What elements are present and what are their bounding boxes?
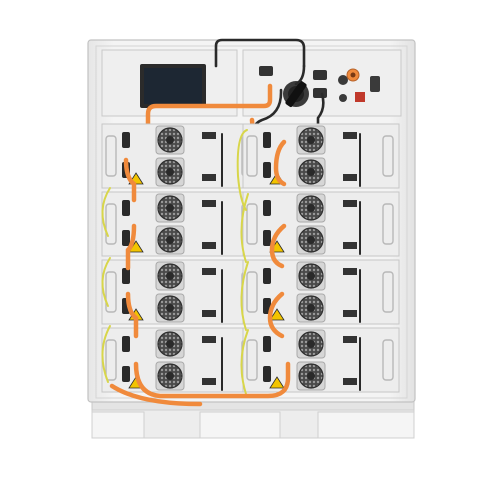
power-terminal <box>263 230 271 246</box>
cooling-fan-icon <box>155 293 185 323</box>
cooling-fan-icon <box>155 329 185 359</box>
signal-connector <box>343 174 357 181</box>
signal-connector <box>343 132 357 139</box>
cooling-fan-icon <box>296 361 326 391</box>
fan-hub <box>166 372 174 380</box>
fan-hub <box>166 304 174 312</box>
status-indicators <box>259 66 380 102</box>
signal-connector <box>202 310 216 317</box>
battery-module <box>101 259 259 325</box>
cooling-fan-icon <box>296 125 326 155</box>
power-terminal <box>122 268 130 284</box>
fan-hub <box>166 204 174 212</box>
power-terminal <box>122 200 130 216</box>
fan-hub <box>307 136 315 144</box>
power-terminal <box>263 268 271 284</box>
signal-connector <box>343 378 357 385</box>
module-handle-left <box>246 339 258 381</box>
power-terminal <box>263 200 271 216</box>
battery-module <box>242 259 400 325</box>
module-handle-left <box>105 203 117 245</box>
module-handle-left <box>105 135 117 177</box>
battery-module <box>242 327 400 393</box>
pallet-base <box>91 399 415 439</box>
cooling-fan-icon <box>296 225 326 255</box>
battery-module <box>101 191 259 257</box>
signal-connector <box>343 268 357 275</box>
fan-hub <box>166 272 174 280</box>
signal-connector <box>343 310 357 317</box>
module-handle-right <box>382 339 394 381</box>
signal-connector <box>343 242 357 249</box>
battery-module-grid <box>101 123 400 393</box>
module-handle-left <box>246 203 258 245</box>
rotary-switch <box>283 81 309 107</box>
power-terminal <box>263 366 271 382</box>
cooling-fan-icon <box>155 361 185 391</box>
power-terminal <box>263 336 271 352</box>
battery-module <box>101 327 259 393</box>
fan-hub <box>307 304 315 312</box>
fan-hub <box>307 168 315 176</box>
cooling-fan-icon <box>296 157 326 187</box>
module-handle-left <box>246 135 258 177</box>
fan-hub <box>166 168 174 176</box>
power-terminal <box>263 132 271 148</box>
warning-icon <box>269 376 285 389</box>
signal-connector <box>202 378 216 385</box>
cooling-fan-icon <box>155 225 185 255</box>
fan-hub <box>166 340 174 348</box>
cooling-fan-icon <box>155 157 185 187</box>
cooling-fan-icon <box>155 261 185 291</box>
fan-hub <box>166 236 174 244</box>
battery-module <box>242 191 400 257</box>
fan-hub <box>166 136 174 144</box>
signal-connector <box>202 174 216 181</box>
fan-hub <box>307 340 315 348</box>
cooling-fan-icon <box>296 293 326 323</box>
power-terminal <box>122 230 130 246</box>
display-screen <box>140 64 206 108</box>
signal-connector <box>202 336 216 343</box>
fan-hub <box>307 372 315 380</box>
module-handle-left <box>105 271 117 313</box>
fan-hub <box>307 236 315 244</box>
battery-module <box>242 123 400 189</box>
module-handle-left <box>105 339 117 381</box>
cooling-fan-icon <box>296 329 326 359</box>
module-harness-cables <box>221 133 361 391</box>
cooling-fan-icon <box>155 193 185 223</box>
ground-wires <box>101 129 249 395</box>
power-terminal <box>263 162 271 178</box>
power-connector <box>346 68 360 82</box>
signal-connector <box>202 200 216 207</box>
power-terminal <box>122 132 130 148</box>
signal-connector <box>202 268 216 275</box>
module-handle-right <box>382 203 394 245</box>
module-handle-right <box>382 271 394 313</box>
power-cables-series <box>109 139 291 407</box>
warning-icon <box>269 308 285 321</box>
cooling-fan-icon <box>296 261 326 291</box>
power-terminal <box>122 336 130 352</box>
signal-connector <box>202 242 216 249</box>
signal-connector <box>343 336 357 343</box>
module-handle-left <box>246 271 258 313</box>
fan-hub <box>307 272 315 280</box>
signal-connector <box>343 200 357 207</box>
power-terminal <box>122 366 130 382</box>
fan-hub <box>307 204 315 212</box>
battery-module <box>101 123 259 189</box>
cooling-fan-icon <box>296 193 326 223</box>
signal-connector <box>202 132 216 139</box>
cooling-fan-icon <box>155 125 185 155</box>
module-handle-right <box>382 135 394 177</box>
